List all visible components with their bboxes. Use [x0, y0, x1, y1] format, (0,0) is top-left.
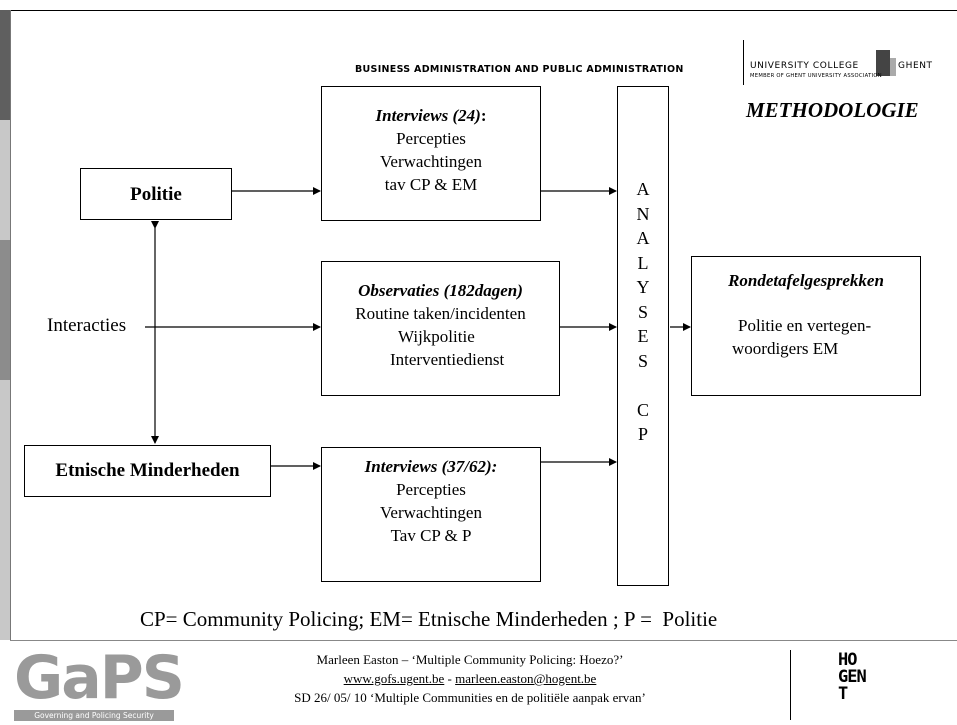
analyses-letter: L [637, 252, 649, 273]
footer-line-1: Marleen Easton – ‘Multiple Community Pol… [316, 652, 624, 667]
interviews-top-colon: : [480, 106, 487, 125]
interviews-top-line-2: Verwachtingen [380, 152, 482, 171]
footer-link-email[interactable]: marleen.easton@hogent.be [455, 671, 597, 686]
politie-label: Politie [130, 184, 182, 205]
rondetafel-title: Rondetafelgesprekken [728, 271, 884, 290]
analyses-letter: A [636, 179, 650, 199]
analyses-letter: S [637, 350, 648, 371]
university-college-logo: UNIVERSITY COLLEGE GHENT MEMBER OF GHENT… [750, 50, 957, 86]
left-strip-edge [10, 10, 11, 640]
footer-link-website[interactable]: www.gofs.ugent.be [343, 671, 445, 686]
rondetafel-line-2: woordigers EM [732, 339, 839, 358]
politie-box: Politie [80, 168, 232, 220]
observaties-line-2: Wijkpolitie [398, 327, 475, 346]
gaps-logo: GaPS Governing and Policing Security [14, 643, 185, 722]
legend-text: CP= Community Policing; EM= Etnische Min… [140, 607, 718, 631]
left-strip-dark [0, 10, 10, 120]
etnische-box: Etnische Minderheden [24, 445, 271, 497]
interacties-label: Interacties [45, 315, 129, 337]
footer-credits: Marleen Easton – ‘Multiple Community Pol… [240, 650, 700, 707]
left-strip-light-1 [0, 120, 10, 240]
footer-separator: - [444, 671, 456, 686]
member-of-text: MEMBER OF GHENT UNIVERSITY ASSOCIATION [750, 73, 882, 79]
footer-divider [790, 650, 791, 720]
observaties-box: Observaties (182dagen) Routine taken/inc… [321, 261, 560, 396]
analyses-letter: A [636, 228, 650, 248]
observaties-title: Observaties (182dagen) [358, 281, 523, 300]
interviews-top-title-line: Interviews (24): [322, 104, 540, 127]
observaties-line-3: Interventiedienst [390, 350, 505, 369]
analyses-letter: E [637, 326, 649, 346]
interviews-top-title: Interviews (24) [375, 106, 481, 125]
analyses-letter: Y [636, 277, 650, 297]
footer-line-3: SD 26/ 05/ 10 ‘Multiple Communities en d… [294, 690, 646, 705]
analyses-letter [618, 373, 668, 398]
interviews-top-line-1: Percepties [396, 129, 466, 148]
observaties-line-1: Routine taken/incidenten [355, 304, 526, 323]
footer-rule [10, 640, 957, 641]
analyses-letters: A N A L Y S E S C P [618, 177, 668, 447]
interviews-bottom-line-2: Verwachtingen [380, 503, 482, 522]
slide-top-border [10, 10, 957, 11]
gaps-logo-text: GaPS [14, 643, 185, 713]
analyses-letter: N [636, 203, 650, 224]
interviews-top-line-3: tav CP & EM [384, 175, 478, 194]
interviews-bottom-line-3: Tav CP & P [390, 526, 472, 545]
ghent-text: GHENT [898, 61, 933, 71]
business-admin-header: BUSINESS ADMINISTRATION AND PUBLIC ADMIN… [355, 64, 684, 75]
rondetafel-box: Rondetafelgesprekken Politie en vertegen… [691, 256, 921, 396]
interviews-bottom-title: Interviews (37/62): [364, 457, 498, 476]
interviews-bottom-line-1: Percepties [396, 480, 466, 499]
interviews-bottom-box: Interviews (37/62): Percepties Verwachti… [321, 447, 541, 582]
university-college-text: UNIVERSITY COLLEGE [750, 61, 859, 71]
section-title: METHODOLOGIE [746, 98, 919, 122]
analyses-letter: C [636, 399, 649, 420]
left-strip-light-2 [0, 380, 10, 640]
analyses-column: A N A L Y S E S C P [617, 86, 669, 586]
rondetafel-line-1: Politie en vertegen- [738, 316, 872, 335]
interviews-top-box: Interviews (24): Percepties Verwachtinge… [321, 86, 541, 221]
header-divider [743, 40, 744, 85]
analyses-letter: P [637, 424, 648, 444]
hogent-logo-text: HO GENT [838, 650, 867, 704]
hogent-logo: HO GENT [838, 652, 882, 703]
footer-line-2: www.gofs.ugent.be - marleen.easton@hogen… [240, 669, 700, 688]
ghent-logo-mark-light [890, 58, 896, 76]
left-strip-mid [0, 240, 10, 380]
gaps-logo-subtitle: Governing and Policing Security [14, 710, 174, 721]
etnische-label: Etnische Minderheden [55, 460, 240, 481]
analyses-letter: S [637, 301, 648, 322]
ghent-logo-mark [876, 50, 890, 76]
